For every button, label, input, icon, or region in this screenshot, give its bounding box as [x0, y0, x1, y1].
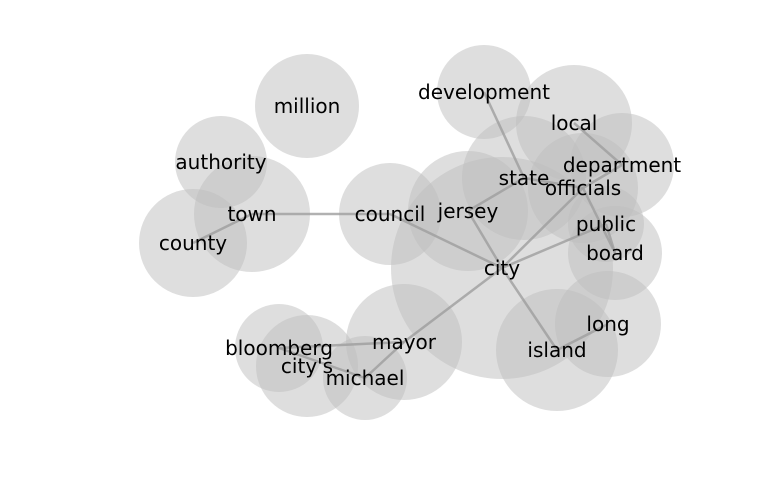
node-label-island: island	[527, 338, 586, 362]
node-label-county: county	[159, 231, 227, 255]
edge-island-long	[556, 322, 609, 352]
edge-city-public	[501, 222, 607, 270]
edges	[192, 91, 623, 380]
node-label-bloomberg: bloomberg	[225, 336, 333, 360]
node-label-state: state	[499, 166, 550, 190]
edge-local-department	[573, 122, 623, 166]
node-label-mayor: mayor	[372, 330, 437, 354]
edge-state-development	[482, 91, 526, 179]
node-label-local: local	[551, 111, 598, 135]
edge-officials-board	[581, 187, 617, 254]
node-label-authority: authority	[175, 150, 266, 174]
edge-city-jersey	[466, 210, 504, 269]
node-million	[255, 54, 359, 158]
node-authority	[175, 116, 267, 208]
edge-city-officials	[501, 187, 584, 269]
node-label-board: board	[586, 241, 644, 265]
node-label-million: million	[274, 94, 341, 118]
node-label-public: public	[576, 212, 636, 236]
node-label-jersey: jersey	[437, 199, 499, 223]
edge-mayor-michael	[364, 341, 405, 379]
node-label-department: department	[563, 153, 681, 177]
edge-town-county	[192, 212, 253, 245]
edge-department-officials	[582, 163, 623, 190]
node-circle-million	[255, 54, 359, 158]
node-label-michael: michael	[326, 366, 405, 390]
node-label-long: long	[586, 312, 629, 336]
edge-city-island	[500, 267, 559, 351]
edge-mayor-bloomberg	[278, 340, 405, 350]
node-label-citys: city's	[281, 354, 333, 378]
edge-city-mayor	[403, 267, 503, 343]
node-label-town: town	[227, 202, 276, 226]
node-label-council: council	[355, 202, 426, 226]
edge-bloomberg-michael	[278, 346, 366, 380]
node-label-officials: officials	[545, 176, 621, 200]
edge-city-council	[389, 212, 503, 270]
node-label-city: city	[484, 256, 520, 280]
edge-jersey-state	[467, 176, 525, 213]
edge-state-officials	[523, 176, 584, 190]
node-circle-authority	[175, 116, 267, 208]
node-label-development: development	[418, 80, 550, 104]
